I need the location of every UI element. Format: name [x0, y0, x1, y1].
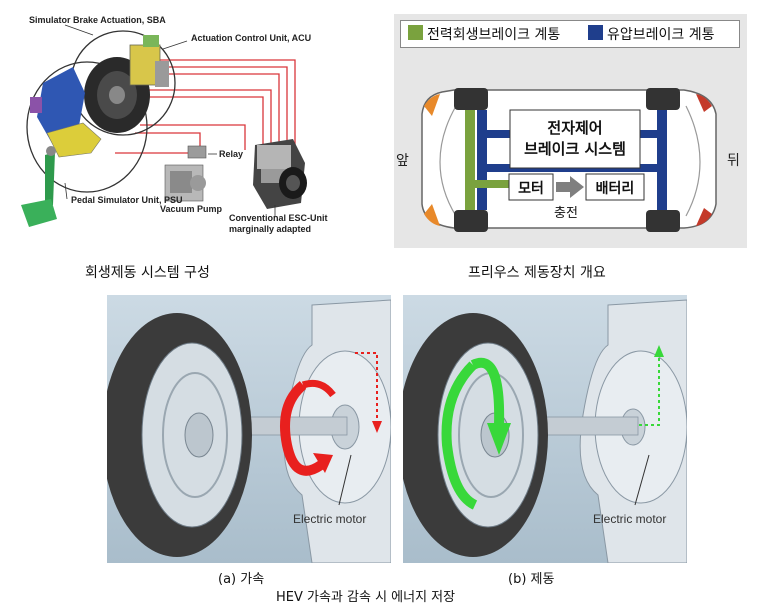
prius-diagram: 전력회생브레이크 계통 유압브레이크 계통 앞 뒤 전자제어 [394, 14, 747, 248]
brake-illustration [403, 295, 687, 563]
ecu-label-line1: 전자제어 [547, 119, 603, 137]
legend-swatch-hydraulic [588, 25, 603, 40]
relay-label: Relay [219, 149, 244, 159]
regen-system-caption: 회생제동 시스템 구성 [85, 265, 210, 281]
ecu-label-line2: 브레이크 시스템 [524, 140, 626, 158]
sba-label: Simulator Brake Actuation, SBA [29, 15, 166, 25]
charge-label: 충전 [554, 206, 578, 221]
legend-label-regen: 전력회생브레이크 계통 [427, 27, 561, 43]
accel-illustration [107, 295, 391, 563]
brake-caption: (b) 제동 [508, 572, 555, 587]
hev-panel-accel: Electric motor [107, 295, 391, 563]
front-label: 앞 [396, 153, 409, 169]
car-outline [421, 88, 717, 232]
hev-panel-brake: Electric motor [403, 295, 687, 563]
esc-label-line1: Conventional ESC-Unit [229, 213, 328, 223]
hev-main-caption: HEV 가속과 감속 시 에너지 저장 [276, 590, 456, 605]
legend [400, 20, 740, 48]
motor-label: 모터 [518, 181, 544, 197]
battery-label: 배터리 [595, 181, 635, 197]
psu-label: Pedal Simulator Unit, PSU [71, 195, 183, 205]
vacuum-pump-label: Vacuum Pump [160, 204, 223, 214]
rear-label: 뒤 [727, 153, 740, 169]
prius-caption: 프리우스 제동장치 개요 [468, 265, 606, 281]
legend-swatch-regen [408, 25, 423, 40]
accel-motor-label: Electric motor [293, 512, 367, 526]
esc-label-line2: marginally adapted [229, 224, 312, 234]
regen-system-illustration [21, 24, 307, 227]
brake-motor-label: Electric motor [593, 512, 667, 526]
acu-label: Actuation Control Unit, ACU [191, 33, 312, 43]
legend-label-hydraulic: 유압브레이크 계통 [607, 27, 715, 43]
accel-caption: (a) 가속 [218, 572, 265, 587]
regen-system-diagram: Simulator Brake Actuation, SBA Actuation… [5, 5, 365, 255]
wiring-lines [115, 59, 296, 155]
